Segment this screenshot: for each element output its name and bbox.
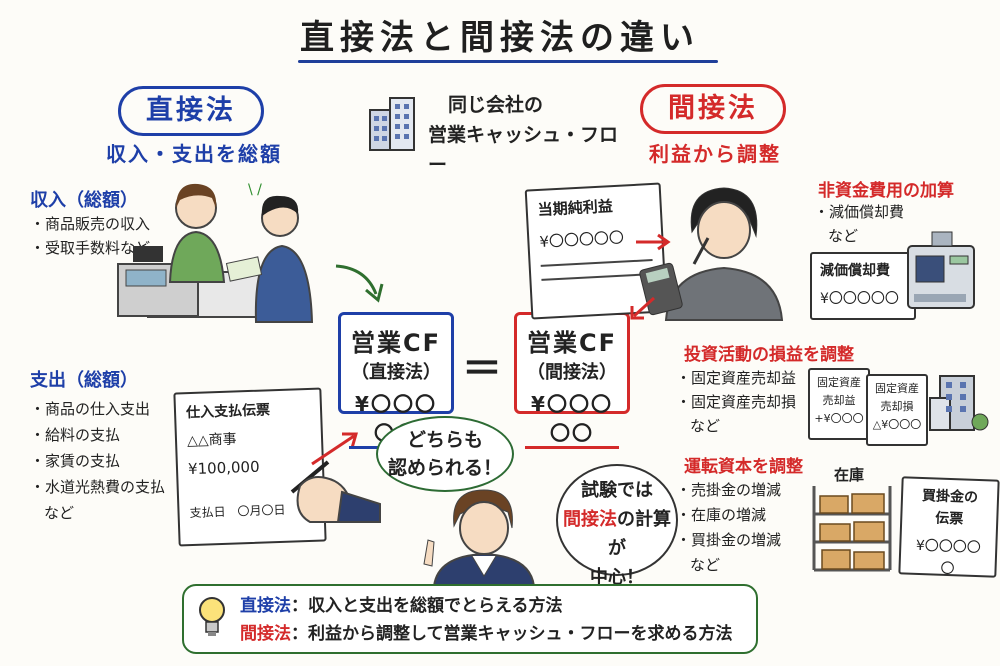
both-accepted-bubble: どちらも 認められる！	[376, 416, 514, 492]
shop-register-illustration: \ /	[108, 172, 328, 323]
net-income-title: 当期純利益	[537, 197, 614, 219]
expense-item: 水道光熱費の支払	[30, 474, 190, 500]
income-item: 受取手数料など	[30, 236, 200, 260]
building-icon	[368, 96, 418, 152]
bubble-line: どちらも	[406, 429, 483, 451]
bubble-text: の計算が	[608, 509, 671, 559]
expense-list: 商品の仕入支出 給料の支払 家賃の支払 水道光熱費の支払 など	[30, 396, 190, 526]
depreciation-amount: ¥〇〇〇〇〇	[820, 291, 899, 307]
investing-item: 固定資産売却損	[676, 390, 806, 414]
summary-box: 直接法：収入と支出を総額でとらえる方法 間接法：利益から調整して営業キャッシュ・…	[182, 584, 758, 654]
bubble-line: 認められる！	[387, 457, 502, 479]
indirect-method-label: 間接法	[640, 84, 786, 134]
working-capital-list: 売掛金の増減 在庫の増減 買掛金の増減 など	[676, 478, 806, 578]
gain-line2: 売却益	[822, 394, 856, 407]
lightbulb-icon	[198, 596, 226, 640]
loss-line1: 固定資産	[875, 382, 919, 395]
cf-direct-sub: （直接法）	[351, 362, 441, 383]
arrow-icon	[335, 264, 384, 303]
accountant-illustration	[636, 180, 788, 321]
summary-direct-term: 直接法	[240, 596, 291, 616]
building-icon	[926, 370, 990, 434]
arrow-icon	[636, 233, 671, 251]
income-item: 商品販売の収入	[30, 212, 200, 236]
noncash-list: 減価償却費 など	[814, 200, 954, 248]
loss-amount: △¥〇〇〇	[872, 418, 922, 431]
writing-hand-illustration	[270, 452, 381, 523]
bubble-highlight: 間接法	[563, 509, 617, 530]
teacher-illustration	[414, 486, 548, 587]
summary-indirect-line: 間接法：利益から調整して営業キャッシュ・フローを求める方法	[240, 620, 733, 648]
expense-more: など	[44, 504, 75, 522]
working-capital-more: など	[690, 556, 721, 574]
gain-doc: 固定資産 売却益 +¥〇〇〇	[808, 368, 870, 440]
equals-sign: ＝	[462, 346, 502, 392]
arrow-icon	[630, 296, 656, 320]
exam-focus-bubble: 試験では 間接法の計算が 中心！	[556, 464, 678, 588]
expense-heading: 支出（総額）	[30, 370, 138, 391]
working-capital-item: 買掛金の増減	[676, 528, 806, 553]
title-underline	[298, 60, 718, 63]
noncash-heading: 非資金費用の加算	[818, 181, 954, 201]
depreciation-doc: 減価償却費 ¥〇〇〇〇〇	[810, 252, 916, 320]
cf-direct-title: 営業CF	[350, 329, 441, 357]
summary-indirect-term: 間接法	[240, 624, 291, 644]
direct-method-subtitle: 収入・支出を総額	[106, 142, 282, 166]
income-heading: 収入（総額）	[30, 190, 138, 211]
bubble-line-mixed: 間接法の計算が	[558, 505, 676, 563]
page-title: 直接法と間接法の違い	[300, 18, 700, 58]
investing-heading: 投資活動の損益を調整	[684, 345, 854, 365]
slip-vendor: △△商事	[186, 431, 237, 450]
caption-line-2: 営業キャッシュ・フロー	[428, 124, 619, 176]
summary-direct-line: 直接法：収入と支出を総額でとらえる方法	[240, 592, 563, 620]
noncash-more: など	[828, 227, 859, 245]
income-list: 商品販売の収入 受取手数料など	[30, 212, 200, 260]
loss-line2: 売却損	[880, 400, 914, 413]
noncash-item: 減価償却費	[814, 200, 954, 224]
working-capital-item: 売掛金の増減	[676, 478, 806, 503]
same-company-caption: 同じ会社の 営業キャッシュ・フロー	[428, 90, 628, 180]
loss-doc: 固定資産 売却損 △¥〇〇〇	[866, 374, 928, 446]
arrow-icon	[311, 432, 358, 466]
inventory-label: 在庫	[834, 466, 865, 484]
expense-item: 給料の支払	[30, 422, 190, 448]
working-capital-item: 在庫の増減	[676, 503, 806, 528]
depreciation-title: 減価償却費	[820, 263, 890, 279]
gain-amount: +¥〇〇〇	[814, 412, 864, 425]
payable-line2: 伝票	[935, 510, 964, 528]
gain-line1: 固定資産	[817, 376, 861, 389]
expense-item: 家賃の支払	[30, 448, 190, 474]
indirect-method-subtitle: 利益から調整	[649, 142, 781, 166]
investing-more: など	[690, 417, 721, 435]
inventory-shelf-illustration	[810, 484, 894, 572]
cf-indirect-title: 営業CF	[526, 329, 617, 357]
summary-indirect-text: ：利益から調整して営業キャッシュ・フローを求める方法	[291, 624, 733, 644]
cf-indirect-sub: （間接法）	[527, 362, 617, 383]
svg-text:\ /: \ /	[248, 182, 262, 198]
expense-item: 商品の仕入支出	[30, 396, 190, 422]
payable-doc: 買掛金の 伝票 ¥〇〇〇〇〇	[898, 476, 1000, 578]
bubble-line: 試験では	[581, 480, 653, 501]
direct-method-label: 直接法	[118, 86, 264, 136]
slip-title: 仕入支払伝票	[185, 402, 271, 422]
payable-amount: ¥〇〇〇〇〇	[915, 537, 982, 578]
working-capital-heading: 運転資本を調整	[684, 457, 803, 477]
cf-indirect-box: 営業CF （間接法） ¥〇〇〇〇〇	[514, 312, 630, 449]
summary-direct-text: ：収入と支出を総額でとらえる方法	[291, 596, 563, 616]
cf-direct-box: 営業CF （直接法） ¥〇〇〇〇〇	[338, 312, 454, 449]
payable-line1: 買掛金の	[921, 488, 979, 506]
investing-item: 固定資産売却益	[676, 366, 806, 390]
bubble-line: 中心！	[590, 567, 644, 588]
caption-line-1: 同じ会社の	[448, 94, 544, 116]
investing-list: 固定資産売却益 固定資産売却損 など	[676, 366, 806, 438]
machine-illustration	[904, 226, 984, 318]
cf-indirect-amount: ¥〇〇〇〇〇	[525, 388, 619, 449]
